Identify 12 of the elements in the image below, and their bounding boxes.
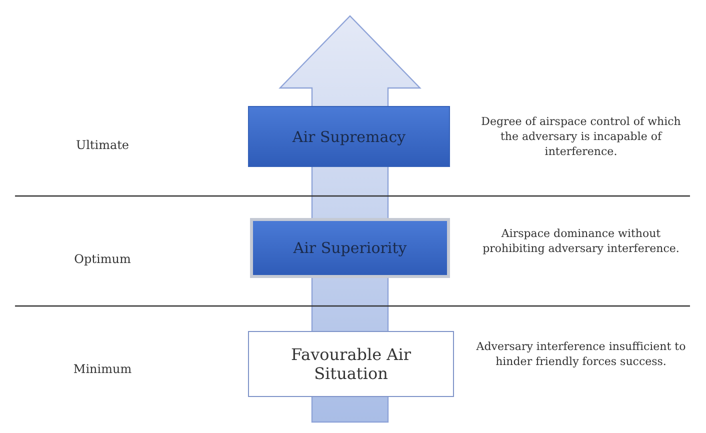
box-title: Favourable Air Situation [290, 345, 412, 383]
description-text: Adversary interference insufficient to hinder friendly forces success. [476, 340, 686, 370]
description-text: Airspace dominance without prohibiting adversary interference. [482, 227, 680, 257]
description-text: Degree of airspace control of which the adversary is incapable of interference. [480, 115, 682, 160]
box-title: Air Superiority [293, 239, 407, 257]
box-title: Air Supremacy [292, 128, 406, 146]
level-label: Minimum [72, 361, 133, 378]
level-label: Ultimate [74, 137, 130, 154]
level-box [248, 106, 450, 167]
level-box [248, 331, 454, 397]
level-box [250, 218, 450, 278]
level-label: Optimum [73, 251, 132, 268]
